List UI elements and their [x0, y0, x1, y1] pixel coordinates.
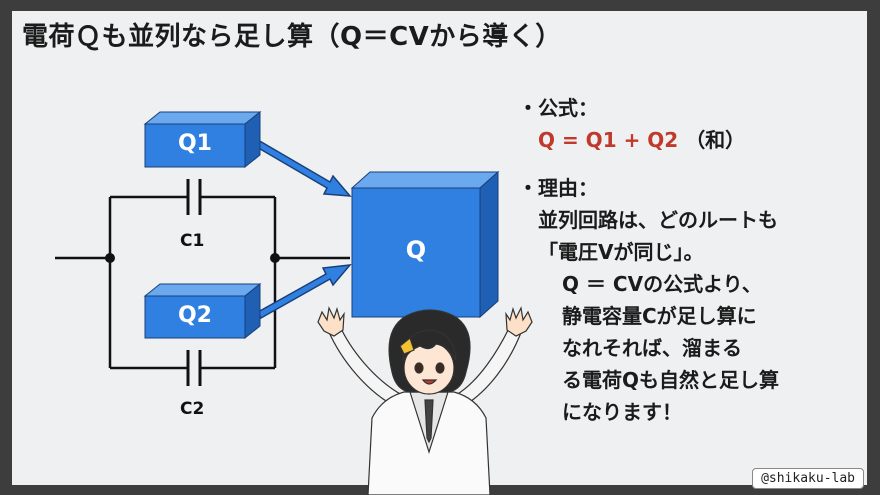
- formula-line: Q = Q1 + Q2 （和）: [518, 124, 858, 156]
- teacher-character: [317, 306, 533, 495]
- block-q1: [143, 110, 262, 169]
- block-q1-label: Q1: [177, 131, 212, 156]
- formula-heading: ・公式：: [518, 96, 598, 120]
- capacitor-c2-label: C2: [180, 399, 205, 419]
- block-q-total-label: Q: [405, 236, 427, 264]
- reason-heading: ・理由：: [518, 176, 598, 200]
- reason-line: 「電圧Vが同じ」。: [538, 240, 704, 264]
- mouth-icon: [421, 379, 438, 385]
- block-q2: [143, 282, 262, 340]
- right-hand: [505, 306, 533, 337]
- junction-node-left: [105, 253, 115, 263]
- arrow-q1-to-q: [254, 138, 352, 197]
- reason-line: 静電容量Cが足し算に: [562, 304, 757, 328]
- eye-left-icon: [414, 362, 424, 374]
- hair-bangs: [402, 329, 457, 363]
- junction-node-right: [270, 253, 280, 263]
- reason-line: なれそれば、溜まる: [562, 336, 742, 360]
- formula-suffix: （和）: [685, 128, 746, 152]
- capacitor-c1-label: C1: [180, 231, 205, 251]
- watermark: @shikaku-lab: [752, 468, 864, 489]
- hair-clip-icon: [399, 336, 415, 355]
- reason-line: になります！: [562, 400, 682, 424]
- reason-line: Q ＝ CVの公式より、: [562, 272, 762, 296]
- necktie: [424, 399, 434, 444]
- reason-line: る電荷Qも自然と足し算: [562, 368, 780, 392]
- explanation-panel: ・公式： Q = Q1 + Q2 （和） ・理由： 並列回路は、どのルートも 「…: [518, 92, 858, 428]
- block-q-total: [350, 170, 500, 319]
- block-q2-label: Q2: [177, 303, 212, 328]
- page-title: 電荷Ｑも並列なら足し算（Q＝CVから導く）: [22, 22, 562, 52]
- formula-text: Q = Q1 + Q2: [538, 128, 679, 152]
- arrow-q2-to-q: [257, 264, 352, 320]
- reason-line: 並列回路は、どのルートも: [538, 208, 778, 232]
- left-hand: [317, 306, 345, 337]
- eye-right-icon: [435, 362, 445, 374]
